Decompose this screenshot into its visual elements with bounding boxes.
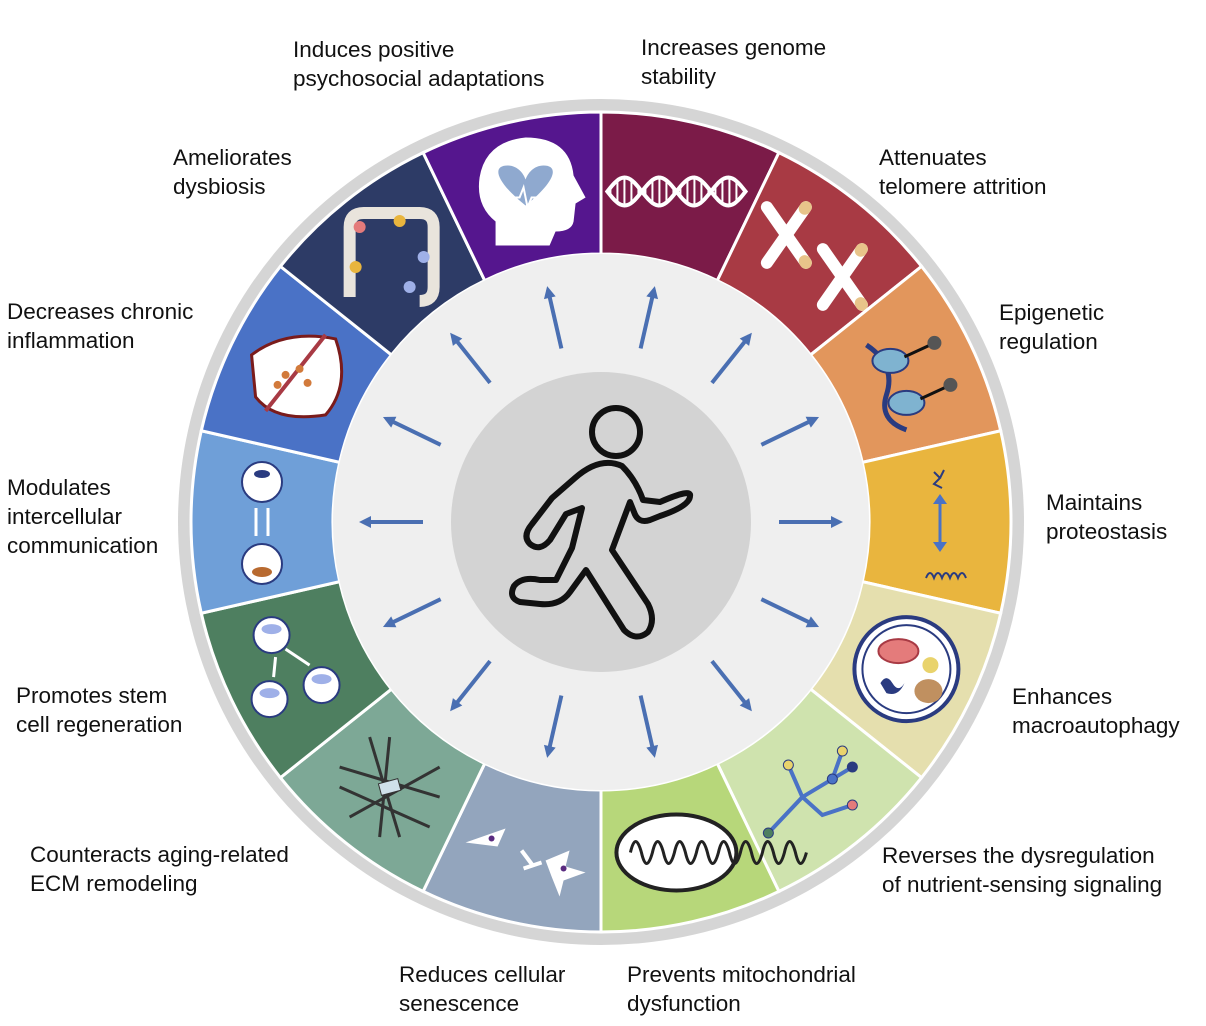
arrow (382, 416, 442, 447)
label-line: Induces positive (293, 37, 455, 62)
arrow (638, 286, 659, 349)
label-mitochondrial-dysfunction: Prevents mitochondrial dysfunction (627, 960, 856, 1018)
arrow (638, 695, 659, 758)
arrow (710, 332, 752, 385)
arrow (543, 286, 564, 349)
label-line: communication (7, 533, 159, 558)
mitochondrion-icon (614, 812, 808, 893)
label-line: inflammation (7, 328, 135, 353)
nucleosome-icon (864, 335, 958, 433)
chromosome-icon (760, 201, 868, 311)
cell-communication-icon (241, 461, 283, 585)
label-line: Maintains (1046, 490, 1143, 515)
label-line: Counteracts aging-related (30, 842, 289, 867)
label-intercellular-communication: Modulates intercellular communication (7, 473, 158, 560)
label-nutrient-sensing: Reverses the dysregulation of nutrient-s… (882, 841, 1162, 899)
label-line: intercellular (7, 504, 123, 529)
label-line: Enhances (1012, 684, 1113, 709)
label-proteostasis: Maintains proteostasis (1046, 488, 1167, 546)
label-line: Attenuates (879, 145, 987, 170)
label-line: macroautophagy (1012, 713, 1180, 738)
head-heart-icon (478, 137, 586, 246)
label-line: Ameliorates (173, 145, 292, 170)
arrows-layer (359, 286, 843, 758)
arrow (382, 597, 442, 628)
arrow (359, 516, 423, 528)
label-cellular-senescence: Reduces cellular senescence (399, 960, 565, 1018)
stem-cell-icon (250, 616, 341, 719)
label-telomere-attrition: Attenuates telomere attrition (879, 143, 1047, 201)
label-line: Prevents mitochondrial (627, 962, 856, 987)
arrow (779, 516, 843, 528)
label-ecm-remodeling: Counteracts aging-related ECM remodeling (30, 840, 289, 898)
protein-folding-icon (925, 469, 967, 581)
label-line: Epigenetic (999, 300, 1105, 325)
label-line: proteostasis (1046, 519, 1168, 544)
label-line: dysbiosis (173, 174, 266, 199)
label-line: of nutrient-sensing signaling (882, 872, 1163, 897)
label-line: cell regeneration (16, 712, 183, 737)
label-line: psychosocial adaptations (293, 66, 545, 91)
arrow (710, 659, 752, 712)
label-line: ECM remodeling (30, 871, 198, 896)
arrow (760, 597, 820, 628)
label-line: senescence (399, 991, 520, 1016)
label-stem-cell-regeneration: Promotes stem cell regeneration (16, 681, 182, 739)
ecm-fibers-icon (339, 736, 441, 838)
dna-icon (604, 175, 748, 208)
label-dysbiosis: Ameliorates dysbiosis (173, 143, 292, 201)
label-line: Reduces cellular (399, 962, 566, 987)
arrow (450, 659, 492, 712)
label-macroautophagy: Enhances macroautophagy (1012, 682, 1180, 740)
label-line: Reverses the dysregulation (882, 843, 1155, 868)
core-disk (451, 372, 751, 672)
arrow (543, 695, 564, 758)
label-line: Promotes stem (16, 683, 168, 708)
arrow (450, 332, 492, 385)
label-line: dysfunction (627, 991, 741, 1016)
inflamed-cell-icon (249, 333, 344, 419)
label-line: stability (641, 64, 717, 89)
label-psychosocial-adaptations: Induces positive psychosocial adaptation… (293, 35, 544, 93)
label-genome-stability: Increases genome stability (641, 33, 826, 91)
segments-layer (189, 110, 1013, 934)
senescent-cell-icon (465, 828, 586, 897)
label-epigenetic-regulation: Epigenetic regulation (999, 298, 1104, 356)
label-chronic-inflammation: Decreases chronic inflammation (7, 297, 193, 355)
arrow (760, 416, 820, 447)
label-line: telomere attrition (879, 174, 1047, 199)
running-person-icon (509, 405, 694, 640)
label-line: Increases genome (641, 35, 827, 60)
label-line: Decreases chronic (7, 299, 194, 324)
label-line: regulation (999, 329, 1098, 354)
autophagosome-icon (852, 615, 961, 724)
signaling-network-icon (762, 745, 858, 839)
label-line: Modulates (7, 475, 111, 500)
gut-microbiome-icon (343, 206, 440, 307)
